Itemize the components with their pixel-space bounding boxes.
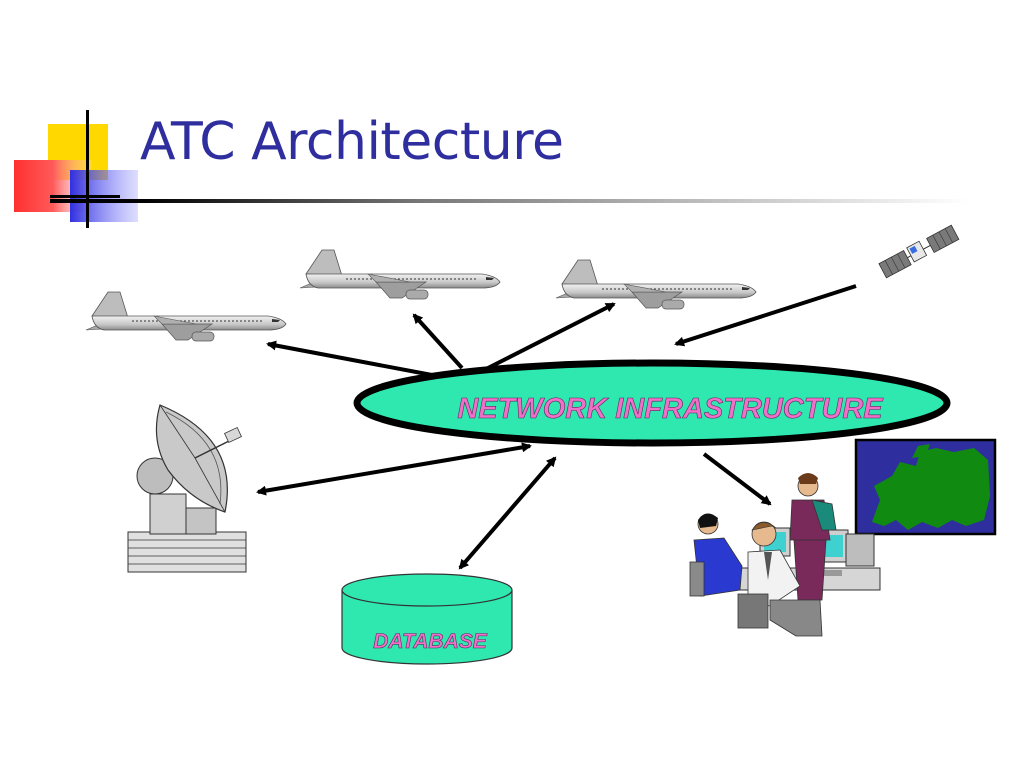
air-traffic-controllers-icon [689,473,881,637]
arrow-network-to-center-plane [412,313,464,370]
arrow-network-to-right-plane [487,302,616,370]
database-node: DATABASE [341,573,513,665]
arrow-satellite-to-network [674,284,857,347]
corner-decoration [14,110,138,228]
connection-arrows [256,284,857,570]
airplane-right [555,259,757,310]
airplane-center [299,249,501,300]
database-label: DATABASE [373,630,488,653]
radar-antenna-icon [127,404,247,573]
network-infrastructure-node: NETWORK INFRASTRUCTURE [353,359,951,447]
europe-map-display [854,438,997,536]
arrow-network-to-controllers [702,452,772,506]
airplane-left [85,291,287,342]
arrow-database-network [458,456,557,570]
page-title: ATC Architecture [140,112,564,172]
arrow-network-to-left-plane [266,340,433,377]
network-infrastructure-label: NETWORK INFRASTRUCTURE [457,393,884,425]
satellite-icon [878,224,960,279]
arrow-radar-network [256,442,532,496]
title-underline [50,199,970,203]
